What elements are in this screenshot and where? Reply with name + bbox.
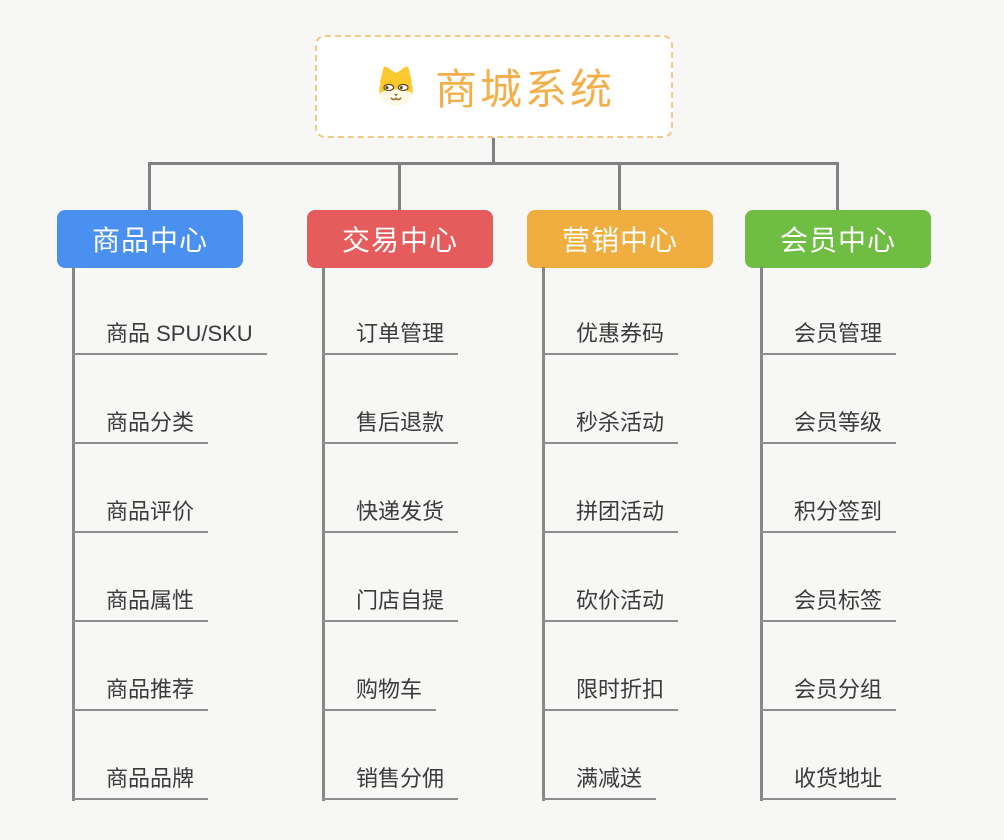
connector-horizontal-bar (148, 162, 839, 165)
mindmap-item[interactable]: 优惠券码 (542, 319, 679, 355)
column-spine-goods (72, 267, 75, 801)
mindmap-item[interactable]: 购物车 (322, 675, 437, 711)
column-spine-member (760, 267, 763, 801)
mindmap-item[interactable]: 售后退款 (322, 408, 459, 444)
root-title: 商城系统 (434, 66, 615, 113)
mindmap-item[interactable]: 商品分类 (72, 408, 209, 444)
mindmap-item[interactable]: 限时折扣 (542, 675, 679, 711)
connector-drop-trade (398, 162, 401, 210)
mindmap-item[interactable]: 商品 SPU/SKU (72, 319, 267, 355)
connector-drop-member (836, 162, 839, 210)
connector-drop-marketing (618, 162, 621, 210)
connector-drop-goods (148, 162, 151, 210)
mindmap-item[interactable]: 商品推荐 (72, 675, 209, 711)
mindmap-item[interactable]: 快递发货 (322, 497, 459, 533)
mindmap-item[interactable]: 销售分佣 (322, 764, 459, 800)
mindmap-item[interactable]: 拼团活动 (542, 497, 679, 533)
mindmap-item[interactable]: 商品评价 (72, 497, 209, 533)
branch-header-marketing[interactable]: 营销中心 (527, 210, 713, 268)
mindmap-item[interactable]: 收货地址 (760, 764, 897, 800)
mindmap-item[interactable]: 会员标签 (760, 586, 897, 622)
mindmap-item[interactable]: 积分签到 (760, 497, 897, 533)
mindmap-item[interactable]: 会员等级 (760, 408, 897, 444)
mindmap-item[interactable]: 满减送 (542, 764, 657, 800)
mindmap-item[interactable]: 门店自提 (322, 586, 459, 622)
mindmap-item[interactable]: 商品品牌 (72, 764, 209, 800)
branch-header-member[interactable]: 会员中心 (745, 210, 931, 268)
connector-root-stem (492, 137, 495, 164)
branch-header-goods[interactable]: 商品中心 (57, 210, 243, 268)
mindmap-item[interactable]: 砍价活动 (542, 586, 679, 622)
mindmap-item[interactable]: 会员分组 (760, 675, 897, 711)
branch-header-trade[interactable]: 交易中心 (307, 210, 493, 268)
mindmap-item[interactable]: 秒杀活动 (542, 408, 679, 444)
mindmap-item[interactable]: 会员管理 (760, 319, 897, 355)
mindmap-item[interactable]: 订单管理 (322, 319, 459, 355)
shiba-dog-face-icon (379, 66, 413, 106)
root-node[interactable]: 商城系统 (315, 35, 673, 138)
mindmap-item[interactable]: 商品属性 (72, 586, 209, 622)
column-spine-trade (322, 267, 325, 801)
column-spine-marketing (542, 267, 545, 801)
